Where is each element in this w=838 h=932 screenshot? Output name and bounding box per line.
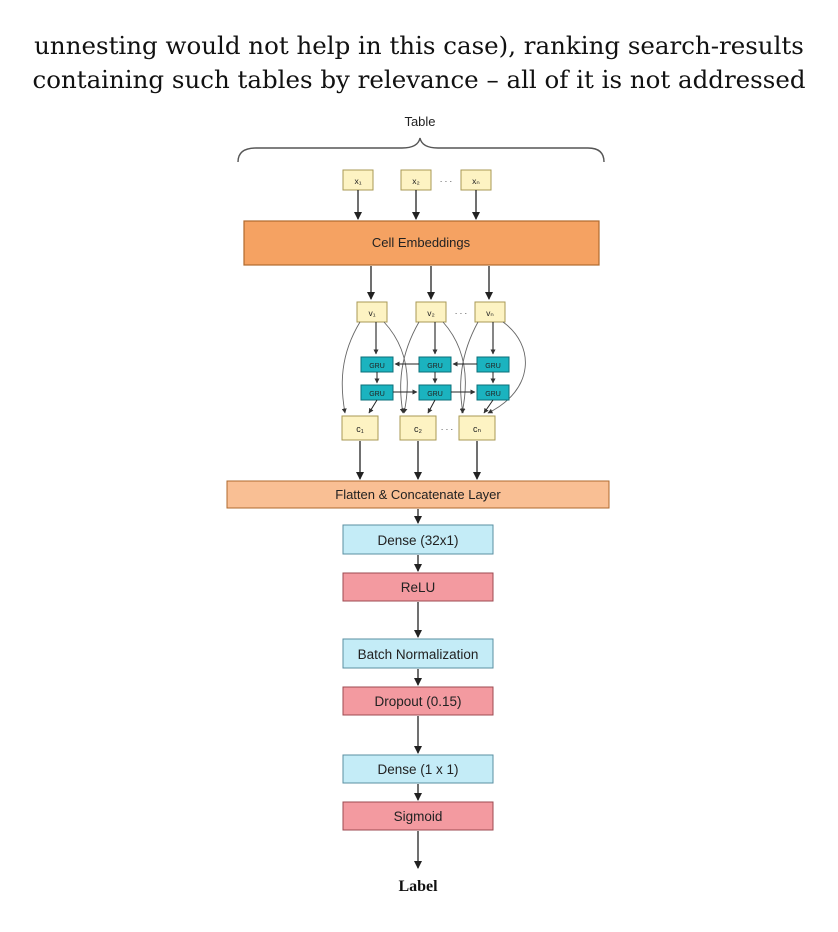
- cell-embeddings-layer: Cell Embeddings: [243, 220, 600, 266]
- gru-forward-1: GRU: [360, 356, 394, 373]
- input-cell-1: x₁: [342, 169, 374, 191]
- layer-dropout: Dropout (0.15): [342, 686, 494, 716]
- svg-text:x₁: x₁: [354, 176, 361, 186]
- svg-text:c₁: c₁: [356, 424, 364, 434]
- svg-text:GRU: GRU: [485, 391, 501, 398]
- layer-dense-32x1: Dense (32x1): [342, 524, 494, 555]
- svg-text:v₁: v₁: [368, 308, 375, 318]
- svg-text:xₙ: xₙ: [472, 176, 480, 186]
- input-cell-n: xₙ: [460, 169, 492, 191]
- svg-text:c₂: c₂: [414, 424, 423, 434]
- arrows-gru-to-output: [368, 399, 494, 414]
- svg-text:GRU: GRU: [369, 363, 385, 370]
- layer-relu: ReLU: [342, 572, 494, 602]
- arrows-gru-row1-to-row2: [374, 372, 496, 384]
- vector-cell-n: vₙ: [474, 301, 506, 323]
- vector-cell-1: v₁: [356, 301, 388, 323]
- gru-backward-1: GRU: [360, 384, 394, 401]
- svg-text:Sigmoid: Sigmoid: [394, 809, 443, 824]
- svg-text:GRU: GRU: [485, 363, 501, 370]
- svg-text:Dense (1 x 1): Dense (1 x 1): [377, 762, 458, 777]
- gru-row-2: GRU GRU GRU: [360, 384, 510, 401]
- svg-text:GRU: GRU: [427, 391, 443, 398]
- gru-forward-n: GRU: [476, 356, 510, 373]
- output-ellipsis: · · ·: [441, 425, 453, 434]
- output-cell-1: c₁: [341, 415, 379, 441]
- output-cell-n: cₙ: [458, 415, 496, 441]
- arrows-vector-to-gru: [373, 322, 496, 355]
- paragraph-line-2: containing such tables by relevance – al…: [32, 65, 806, 94]
- gru-backward-n: GRU: [476, 384, 510, 401]
- vector-cell-2: v₂: [415, 301, 447, 323]
- bypass-curves: [341, 321, 526, 414]
- vector-ellipsis: · · ·: [455, 309, 467, 318]
- svg-text:GRU: GRU: [427, 363, 443, 370]
- svg-text:vₙ: vₙ: [486, 308, 494, 318]
- svg-text:Dropout (0.15): Dropout (0.15): [374, 694, 461, 709]
- gru-backward-2: GRU: [418, 384, 452, 401]
- layer-sigmoid: Sigmoid: [342, 801, 494, 831]
- table-brace: [237, 137, 605, 163]
- svg-text:Flatten & Concatenate Layer: Flatten & Concatenate Layer: [335, 487, 501, 502]
- table-label: Table: [404, 114, 435, 129]
- svg-text:cₙ: cₙ: [473, 424, 482, 434]
- svg-text:v₂: v₂: [427, 308, 435, 318]
- gru-forward-2: GRU: [418, 356, 452, 373]
- svg-text:Dense (32x1): Dense (32x1): [377, 533, 458, 548]
- layer-batch-normalization: Batch Normalization: [342, 638, 494, 669]
- svg-text:Batch Normalization: Batch Normalization: [358, 647, 479, 662]
- flatten-concatenate-layer: Flatten & Concatenate Layer: [226, 480, 610, 509]
- svg-text:GRU: GRU: [369, 391, 385, 398]
- svg-text:ReLU: ReLU: [401, 580, 436, 595]
- arrows-embed-to-vectors: [367, 266, 493, 300]
- input-ellipsis: · · ·: [440, 177, 452, 186]
- svg-text:Cell Embeddings: Cell Embeddings: [372, 235, 471, 250]
- output-label: Label: [398, 878, 438, 895]
- arrows-output-to-flatten: [356, 441, 481, 480]
- svg-text:x₂: x₂: [412, 176, 420, 186]
- paragraph-line-1: unnesting would not help in this case), …: [34, 31, 804, 60]
- gru-row-1: GRU GRU GRU: [360, 356, 510, 373]
- input-cell-2: x₂: [400, 169, 432, 191]
- layer-dense-1x1: Dense (1 x 1): [342, 754, 494, 784]
- output-cell-2: c₂: [399, 415, 437, 441]
- arrows-input-to-embed: [354, 190, 480, 220]
